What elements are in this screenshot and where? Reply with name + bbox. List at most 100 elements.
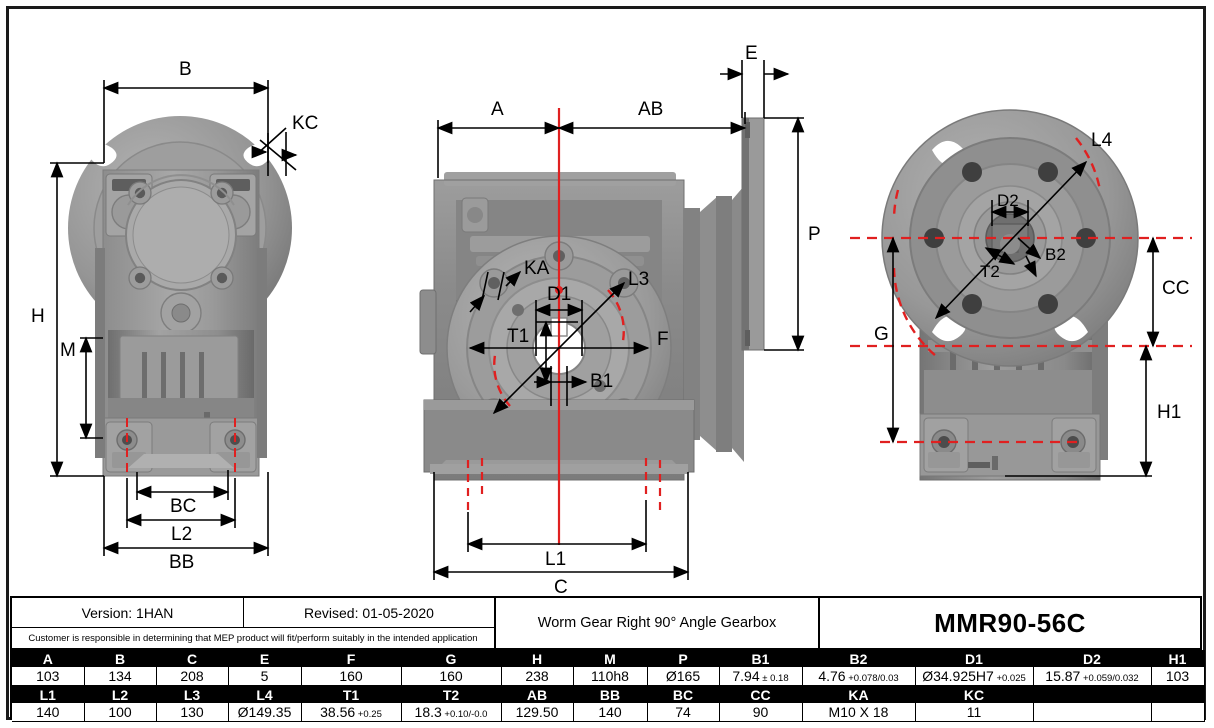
dimension-label-L4: L4	[1091, 130, 1113, 151]
dimension-label-BC: BC	[170, 496, 197, 517]
dimension-label-KA: KA	[524, 258, 550, 279]
spec-header-cell: L2	[84, 685, 157, 703]
tolerance-text: +0.025	[993, 672, 1026, 684]
dimension-label-H1: H1	[1157, 402, 1182, 423]
spec-value-cell: 134	[84, 667, 157, 686]
dimension-label-E: E	[745, 43, 758, 64]
spec-value-cell: 38.56 +0.25	[301, 703, 402, 722]
view-output-flange-plan: A AB E P KA L3 D1 T1 F B1 L1 C	[400, 0, 840, 598]
spec-value-cell: 11	[915, 703, 1034, 722]
spec-value-cell: 140	[12, 703, 85, 722]
spec-header-cell: C	[156, 650, 229, 667]
left-view-artwork	[68, 116, 292, 478]
spec-header-cell: H1	[1151, 650, 1205, 667]
spec-value-cell: 18.3 +0.10/-0.0	[401, 703, 502, 722]
dimension-label-B: B	[179, 59, 192, 80]
spec-header-cell: T1	[301, 685, 402, 703]
dimension-label-D1: D1	[547, 284, 572, 305]
spec-value-cell: 100	[84, 703, 157, 722]
dimension-label-T2: T2	[980, 262, 1000, 281]
dimension-label-L3: L3	[628, 269, 650, 290]
tolerance-text: +0.078/0.03	[845, 672, 899, 684]
spec-value-cell: 15.87 +0.059/0.032	[1033, 667, 1152, 686]
spec-value-cell: 74	[647, 703, 720, 722]
view-output-end-elevation: L4 D2 B2 T2 CC G H1	[840, 0, 1214, 595]
spec-header-cell: KA	[802, 685, 916, 703]
tolerance-text: +0.059/0.032	[1080, 672, 1139, 684]
revised-cell: Revised: 01-05-2020	[304, 604, 434, 621]
spec-header-cell: KC	[915, 685, 1034, 703]
dimension-label-T1: T1	[507, 326, 530, 347]
spec-header-cell: H	[501, 650, 574, 667]
dimension-label-KC: KC	[292, 113, 319, 134]
spec-value-cell: M10 X 18	[802, 703, 916, 722]
right-view-dimensions	[886, 160, 1160, 478]
dimension-label-G: G	[874, 324, 889, 345]
tolerance-text: ± 0.18	[759, 672, 789, 684]
product-description: Worm Gear Right 90° Angle Gearbox	[496, 598, 820, 648]
spec-header-cell: F	[301, 650, 402, 667]
dimension-label-L1: L1	[545, 549, 567, 570]
tolerance-text: +0.10/-0.0	[441, 708, 488, 720]
disclaimer-text: Customer is responsible in determining t…	[28, 632, 478, 644]
tolerance-text: +0.25	[355, 708, 382, 720]
spec-value-cell: Ø34.925H7 +0.025	[915, 667, 1034, 686]
spec-header-cell: D1	[915, 650, 1034, 667]
spec-header-cell: BC	[647, 685, 720, 703]
spec-header-cell: T2	[401, 685, 502, 703]
center-view-dimensions	[432, 60, 805, 580]
spec-header-cell: L4	[228, 685, 302, 703]
spec-header-cell	[1151, 685, 1205, 703]
spec-value-cell	[1151, 703, 1205, 722]
spec-value-cell: Ø149.35	[228, 703, 302, 722]
title-block-top-row: Version: 1HAN Revised: 01-05-2020 Custom…	[12, 598, 1200, 650]
title-block: Version: 1HAN Revised: 01-05-2020 Custom…	[10, 596, 1205, 722]
spec-value-cell: 160	[301, 667, 402, 686]
spec-header-cell: M	[573, 650, 648, 667]
spec-value-cell: 160	[401, 667, 502, 686]
title-block-left-group: Version: 1HAN Revised: 01-05-2020 Custom…	[12, 598, 496, 648]
dimension-label-AB: AB	[638, 99, 664, 120]
spec-header-cell: BB	[573, 685, 648, 703]
spec-value-cell: 130	[156, 703, 229, 722]
spec-header-cell: B2	[802, 650, 916, 667]
spec-header-cell: CC	[719, 685, 803, 703]
dimension-label-L2: L2	[171, 524, 193, 545]
spec-value-cell: 103	[12, 667, 85, 686]
spec-header-cell	[1033, 685, 1152, 703]
spec-header-cell: AB	[501, 685, 574, 703]
dimension-label-A: A	[491, 99, 504, 120]
spec-value-cell: 140	[573, 703, 648, 722]
dimension-label-CC: CC	[1162, 278, 1190, 299]
dimension-label-BB: BB	[169, 552, 195, 573]
spec-header-cell: B1	[719, 650, 803, 667]
dimension-label-B2: B2	[1045, 245, 1066, 264]
spec-value-cell: Ø165	[647, 667, 720, 686]
spec-value-cell: 5	[228, 667, 302, 686]
spec-value-cell: 103	[1151, 667, 1205, 686]
title-block-meta-row: Version: 1HAN Revised: 01-05-2020	[12, 598, 494, 628]
spec-value-cell	[1033, 703, 1152, 722]
spec-header-cell: E	[228, 650, 302, 667]
spec-header-cell: G	[401, 650, 502, 667]
spec-header-cell: P	[647, 650, 720, 667]
spec-header-cell: D2	[1033, 650, 1152, 667]
spec-header-cell: B	[84, 650, 157, 667]
spec-value-cell: 110h8	[573, 667, 648, 686]
spec-value-cell: 129.50	[501, 703, 574, 722]
spec-header-cell: L1	[12, 685, 85, 703]
dimension-label-P: P	[808, 224, 821, 245]
spec-header-cell: A	[12, 650, 85, 667]
spec-value-cell: 4.76 +0.078/0.03	[802, 667, 916, 686]
spec-header-cell: L3	[156, 685, 229, 703]
spec-value-cell: 238	[501, 667, 574, 686]
dimension-label-B1: B1	[590, 371, 614, 392]
dimension-label-C: C	[554, 577, 568, 598]
model-number: MMR90-56C	[934, 607, 1086, 638]
